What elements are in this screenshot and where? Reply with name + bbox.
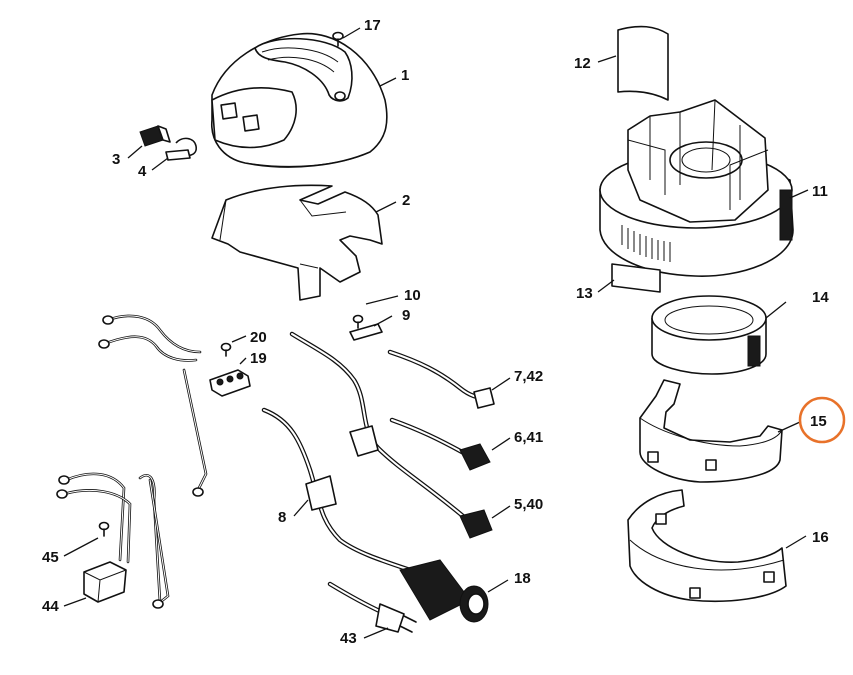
label-part-2: 2 bbox=[402, 192, 410, 209]
part-14-ring-illustration bbox=[651, 295, 767, 375]
highlight-circle-part-15 bbox=[798, 396, 846, 444]
label-part-1: 1 bbox=[401, 67, 409, 84]
part-16-bottom-bracket-illustration bbox=[627, 489, 787, 603]
label-part-8: 8 bbox=[278, 509, 286, 526]
label-part-13: 13 bbox=[576, 285, 593, 302]
part-4-clip-illustration bbox=[165, 137, 197, 161]
label-part-44: 44 bbox=[42, 598, 59, 615]
part-8-cable-connector-illustration bbox=[261, 407, 413, 573]
label-part-45: 45 bbox=[42, 549, 59, 566]
label-part-3: 3 bbox=[112, 151, 120, 168]
label-part-4: 4 bbox=[138, 163, 147, 180]
leader-lines bbox=[63, 27, 809, 639]
part-5-40-cable-plug-illustration bbox=[289, 331, 493, 539]
label-part-11: 11 bbox=[812, 183, 828, 200]
part-13-strip-illustration bbox=[611, 263, 661, 293]
part-9-clamp-illustration bbox=[349, 323, 383, 341]
label-part-12: 12 bbox=[574, 55, 591, 72]
part-10-screw-illustration bbox=[352, 314, 364, 329]
part-labels: 17 1 3 4 2 12 11 13 14 15 16 10 9 20 19 … bbox=[42, 17, 829, 647]
label-part-7-42: 7,42 bbox=[514, 368, 543, 385]
part-1-cover-illustration bbox=[211, 32, 388, 168]
part-19-terminal-block-illustration bbox=[209, 369, 251, 397]
label-part-16: 16 bbox=[812, 529, 829, 546]
label-part-15: 15 bbox=[810, 413, 827, 430]
part-17-screw-illustration bbox=[332, 31, 344, 47]
part-18-connector-illustration bbox=[399, 559, 489, 623]
label-part-43: 43 bbox=[340, 630, 357, 647]
label-part-20: 20 bbox=[250, 329, 267, 346]
part-3-switch-illustration bbox=[139, 125, 171, 147]
part-44-capacitor-illustration bbox=[56, 472, 170, 609]
label-part-19: 19 bbox=[250, 350, 267, 367]
label-part-14: 14 bbox=[812, 289, 829, 306]
motor-vent-slots bbox=[621, 225, 671, 262]
label-part-5-40: 5,40 bbox=[514, 496, 543, 513]
part-20-screw-illustration bbox=[220, 342, 232, 357]
label-part-18: 18 bbox=[514, 570, 531, 587]
part-45-screw-illustration bbox=[98, 521, 110, 537]
label-part-6-41: 6,41 bbox=[514, 429, 543, 446]
part-43-cable-plug-illustration bbox=[327, 581, 417, 633]
part-12-filter-illustration bbox=[617, 25, 669, 101]
part-7-42-cable-plug-illustration bbox=[387, 349, 495, 409]
part-11-motor-illustration bbox=[599, 99, 794, 277]
label-part-9: 9 bbox=[402, 307, 410, 324]
part-6-41-cable-plug-illustration bbox=[389, 417, 491, 471]
label-part-10: 10 bbox=[404, 287, 421, 304]
label-part-17: 17 bbox=[364, 17, 381, 34]
part-15-bracket-illustration bbox=[639, 379, 783, 483]
part-2-plate-illustration bbox=[211, 184, 383, 301]
wiring-harness-illustration bbox=[98, 314, 208, 497]
